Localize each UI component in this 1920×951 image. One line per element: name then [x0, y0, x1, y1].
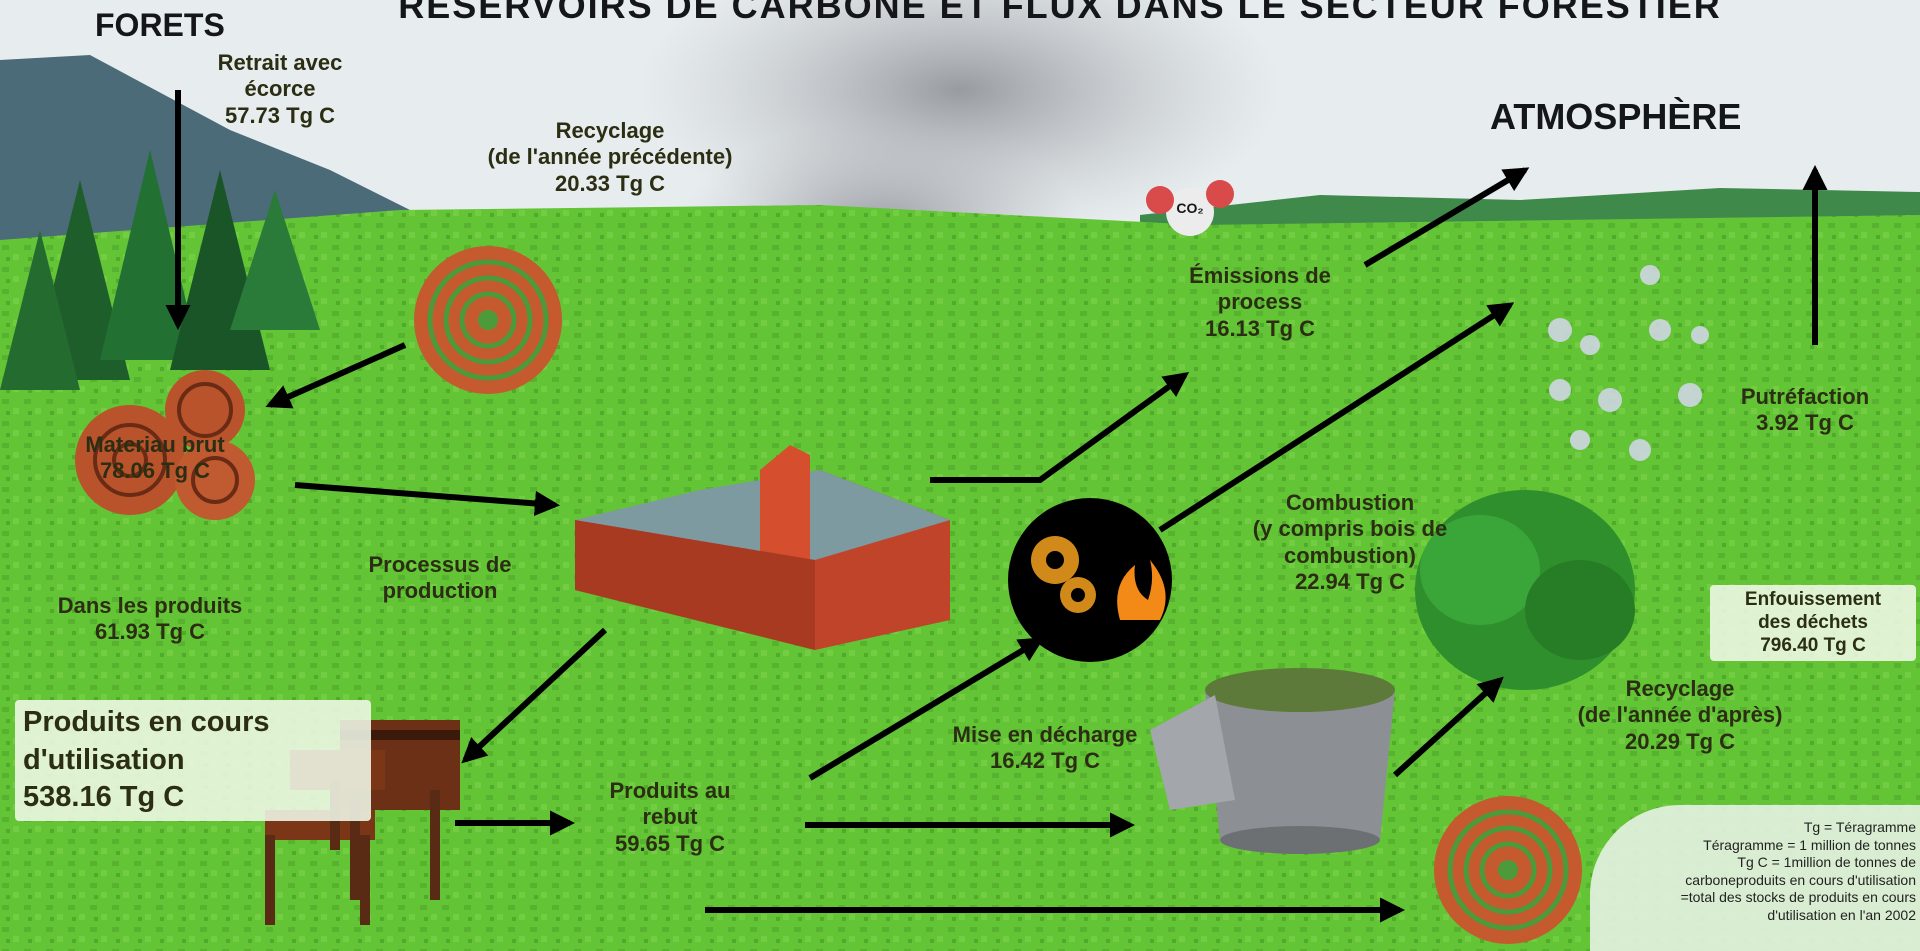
label-emissions: Émissions de process 16.13 Tg C — [1189, 263, 1331, 341]
label-mise-decharge: Mise en décharge 16.42 Tg C — [952, 722, 1138, 774]
label-produits-rebut: Produits au rebut 59.65 Tg C — [609, 778, 731, 856]
legend-line: carboneproduits en cours d'utilisation — [1685, 871, 1916, 888]
arrow-recyclage-to-material — [265, 342, 407, 409]
label-enfouissement: Enfouissement des déchets 796.40 Tg C — [1710, 585, 1916, 662]
legend-line: Tg = Téragramme — [1803, 819, 1916, 835]
legend-line: =total des stocks de produits en cours — [1680, 889, 1916, 905]
co2-label: CO₂ — [1176, 200, 1204, 216]
label-produits-cours: Produits en cours d'utilisation 538.16 T… — [15, 700, 371, 822]
legend-line: Tg C = 1million de tonnes de — [1737, 854, 1916, 870]
decomposition-molecules — [1548, 265, 1709, 461]
label-materiau: Materiau brut 78.06 Tg C — [85, 432, 225, 484]
diagram-title: RÉSERVOIRS DE CARBONE ET FLUX DANS LE SE… — [398, 0, 1722, 26]
arrow-discarded-to-combustion — [808, 637, 1045, 781]
mountain-left — [0, 55, 420, 260]
arrow-emissions-to-atmosphere — [1363, 167, 1530, 268]
factory-icon — [575, 445, 950, 650]
log-pile-icon — [75, 370, 255, 520]
arrow-process-to-emissions — [930, 372, 1190, 483]
log-rings-icon — [1434, 796, 1582, 944]
label-retrait: Retrait avec écorce 57.73 Tg C — [217, 50, 343, 128]
label-dans-produits: Dans les produits 61.93 Tg C — [57, 593, 243, 645]
label-processus: Processus de production — [368, 552, 512, 604]
shrub-icon — [1415, 490, 1635, 690]
arrow-combustion-to-atmosphere — [1158, 302, 1515, 533]
arrow-process-to-products — [461, 627, 608, 764]
label-combustion: Combustion (y compris bois de combustion… — [1252, 490, 1448, 595]
label-recyclage-apres: Recyclage (de l'année d'après) 20.29 Tg … — [1577, 676, 1783, 754]
arrow-landfill-to-recyclage — [1392, 676, 1504, 778]
label-atmosphere: ATMOSPHÈRE — [1490, 96, 1742, 137]
legend-line: d'utilisation en l'an 2002 — [1767, 906, 1916, 923]
units-legend: Tg = Téragramme Téragramme = 1 million d… — [1590, 805, 1920, 951]
gears-fire-icon — [1008, 498, 1172, 662]
co2-molecule-icon — [1146, 180, 1234, 236]
label-putrefaction: Putréfaction 3.92 Tg C — [1740, 384, 1870, 436]
legend-line: Téragramme = 1 million de tonnes — [1703, 836, 1916, 853]
label-forets: FORETS — [95, 7, 225, 43]
arrow-material-to-process — [294, 482, 561, 517]
label-recyclage-prec: Recyclage (de l'année précédente) 20.33 … — [487, 118, 733, 196]
log-rings-icon — [414, 246, 562, 394]
landfill-bin-icon — [1150, 668, 1395, 854]
